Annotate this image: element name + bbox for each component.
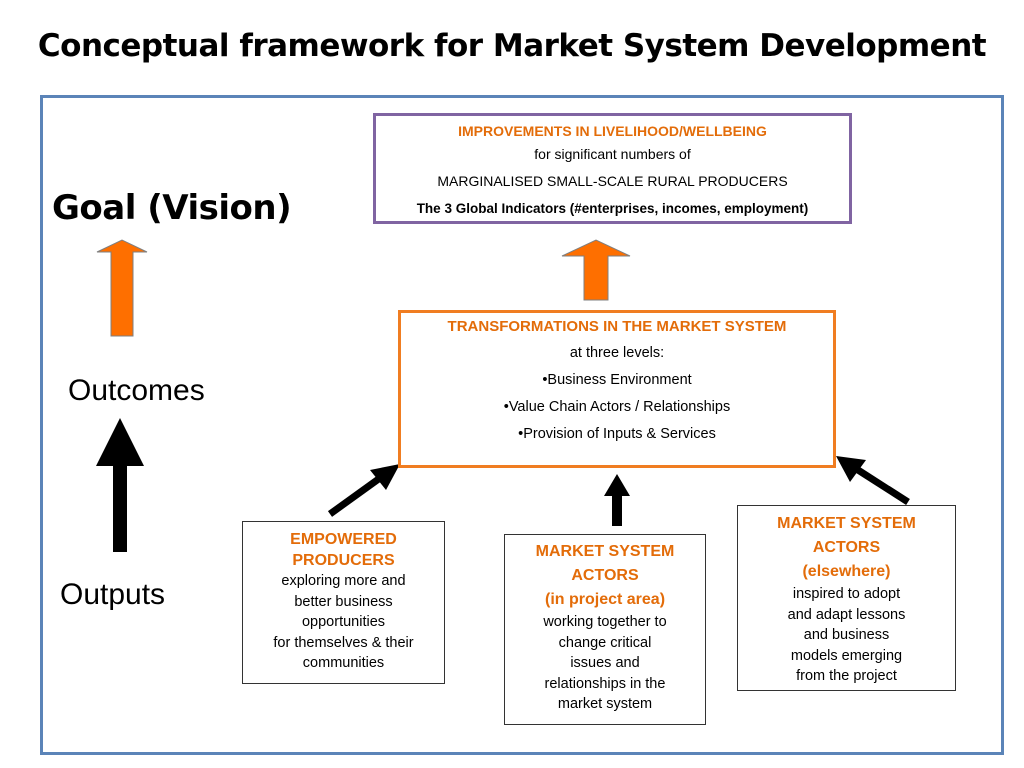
producers-arrow-head	[370, 464, 400, 490]
goal-label: Goal (Vision)	[52, 188, 292, 228]
producers-body-line: better business	[294, 593, 393, 610]
actors-project-heading-line: (in project area)	[544, 591, 666, 608]
actors-project-body-line: market system	[557, 696, 653, 712]
producers-heading-line: PRODUCERS	[292, 552, 395, 569]
producers-body-line: exploring more and	[281, 573, 406, 589]
goal-arrow	[96, 239, 148, 337]
outcome-item: •Value Chain Actors / Relationships	[503, 399, 731, 415]
diagram-frame	[40, 95, 1004, 755]
actors-project-box: MARKET SYSTEM ACTORS (in project area) w…	[504, 534, 706, 725]
actors-elsewhere-heading-line: MARKET SYSTEM	[777, 515, 916, 532]
actors-elsewhere-body-line: and adapt lessons	[787, 606, 906, 623]
actors-project-body-line: relationships in the	[544, 675, 666, 692]
goal-box-line3: The 3 Global Indicators (#enterprises, i…	[416, 201, 809, 216]
actors-elsewhere-body-line: and business	[803, 627, 890, 643]
outcomes-arrow	[96, 418, 144, 552]
actors-project-heading-line: ACTORS	[571, 567, 639, 584]
actors-elsewhere-body-line: models emerging	[790, 647, 903, 664]
goal-box-heading: IMPROVEMENTS IN LIVELIHOOD/WELLBEING	[458, 123, 767, 139]
producers-heading-line: EMPOWERED	[290, 531, 397, 548]
goal-box-line1: for significant numbers of	[534, 146, 691, 162]
outputs-label: Outputs	[60, 578, 166, 611]
outcome-to-goal-arrow	[561, 239, 631, 301]
outcome-box-line1: at three levels:	[569, 345, 665, 361]
producers-body-line: communities	[302, 655, 385, 671]
actors-elsewhere-body-line: from the project	[796, 668, 897, 684]
producers-body-line: opportunities	[301, 614, 386, 630]
actors-project-body-line: issues and	[570, 655, 640, 671]
outcome-box-heading: TRANSFORMATIONS IN THE MARKET SYSTEM	[447, 318, 787, 335]
actors-elsewhere-heading-line: ACTORS	[812, 539, 881, 556]
producers-box: EMPOWERED PRODUCERS exploring more and b…	[242, 521, 445, 684]
actors-project-heading-line: MARKET SYSTEM	[535, 543, 675, 560]
actors-elsewhere-arrow-head	[836, 456, 866, 482]
actors-project-body-line: working together to	[543, 614, 667, 630]
outcome-item: •Business Environment	[542, 372, 692, 388]
page-title: Conceptual framework for Market System D…	[37, 28, 987, 64]
outcomes-label: Outcomes	[68, 374, 205, 407]
outcome-box: TRANSFORMATIONS IN THE MARKET SYSTEM at …	[398, 310, 836, 468]
outcome-item: •Provision of Inputs & Services	[518, 426, 716, 442]
actors-elsewhere-body-line: inspired to adopt	[792, 586, 901, 602]
producers-body-line: for themselves & their	[273, 634, 414, 651]
actors-elsewhere-heading-line: (elsewhere)	[802, 563, 891, 580]
actors-project-arrow	[604, 474, 630, 526]
goal-box-line2: MARGINALISED SMALL-SCALE RURAL PRODUCERS	[437, 173, 788, 189]
goal-box: IMPROVEMENTS IN LIVELIHOOD/WELLBEING for…	[373, 113, 852, 224]
actors-project-body-line: change critical	[558, 634, 652, 651]
actors-elsewhere-box: MARKET SYSTEM ACTORS (elsewhere) inspire…	[737, 505, 956, 691]
